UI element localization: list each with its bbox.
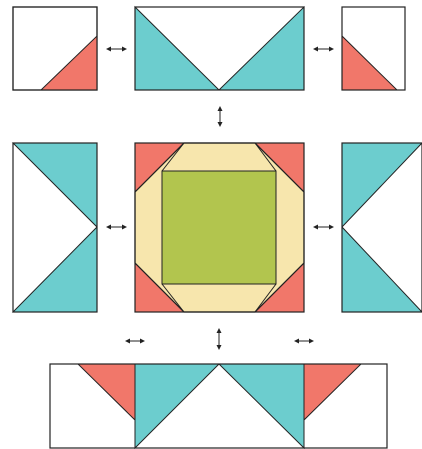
center-green-square [162,171,276,284]
arrow-middle-left [106,225,127,230]
piece-top-right [342,7,405,90]
piece-top-center [135,7,304,90]
piece-bottom-strip [50,364,387,448]
arrow-bottom-center [217,328,222,350]
arrow-top-left [106,47,127,52]
arrow-bottom-left [125,339,145,344]
piece-center-block [135,143,304,312]
arrow-middle-right [313,225,334,230]
arrow-bottom-right [294,339,314,344]
arrow-top-down [218,106,223,127]
piece-middle-left [13,143,97,312]
arrow-top-right [313,47,334,52]
piece-middle-right [342,143,422,312]
piece-top-left-triangle [41,36,97,90]
piece-top-left [13,7,97,90]
